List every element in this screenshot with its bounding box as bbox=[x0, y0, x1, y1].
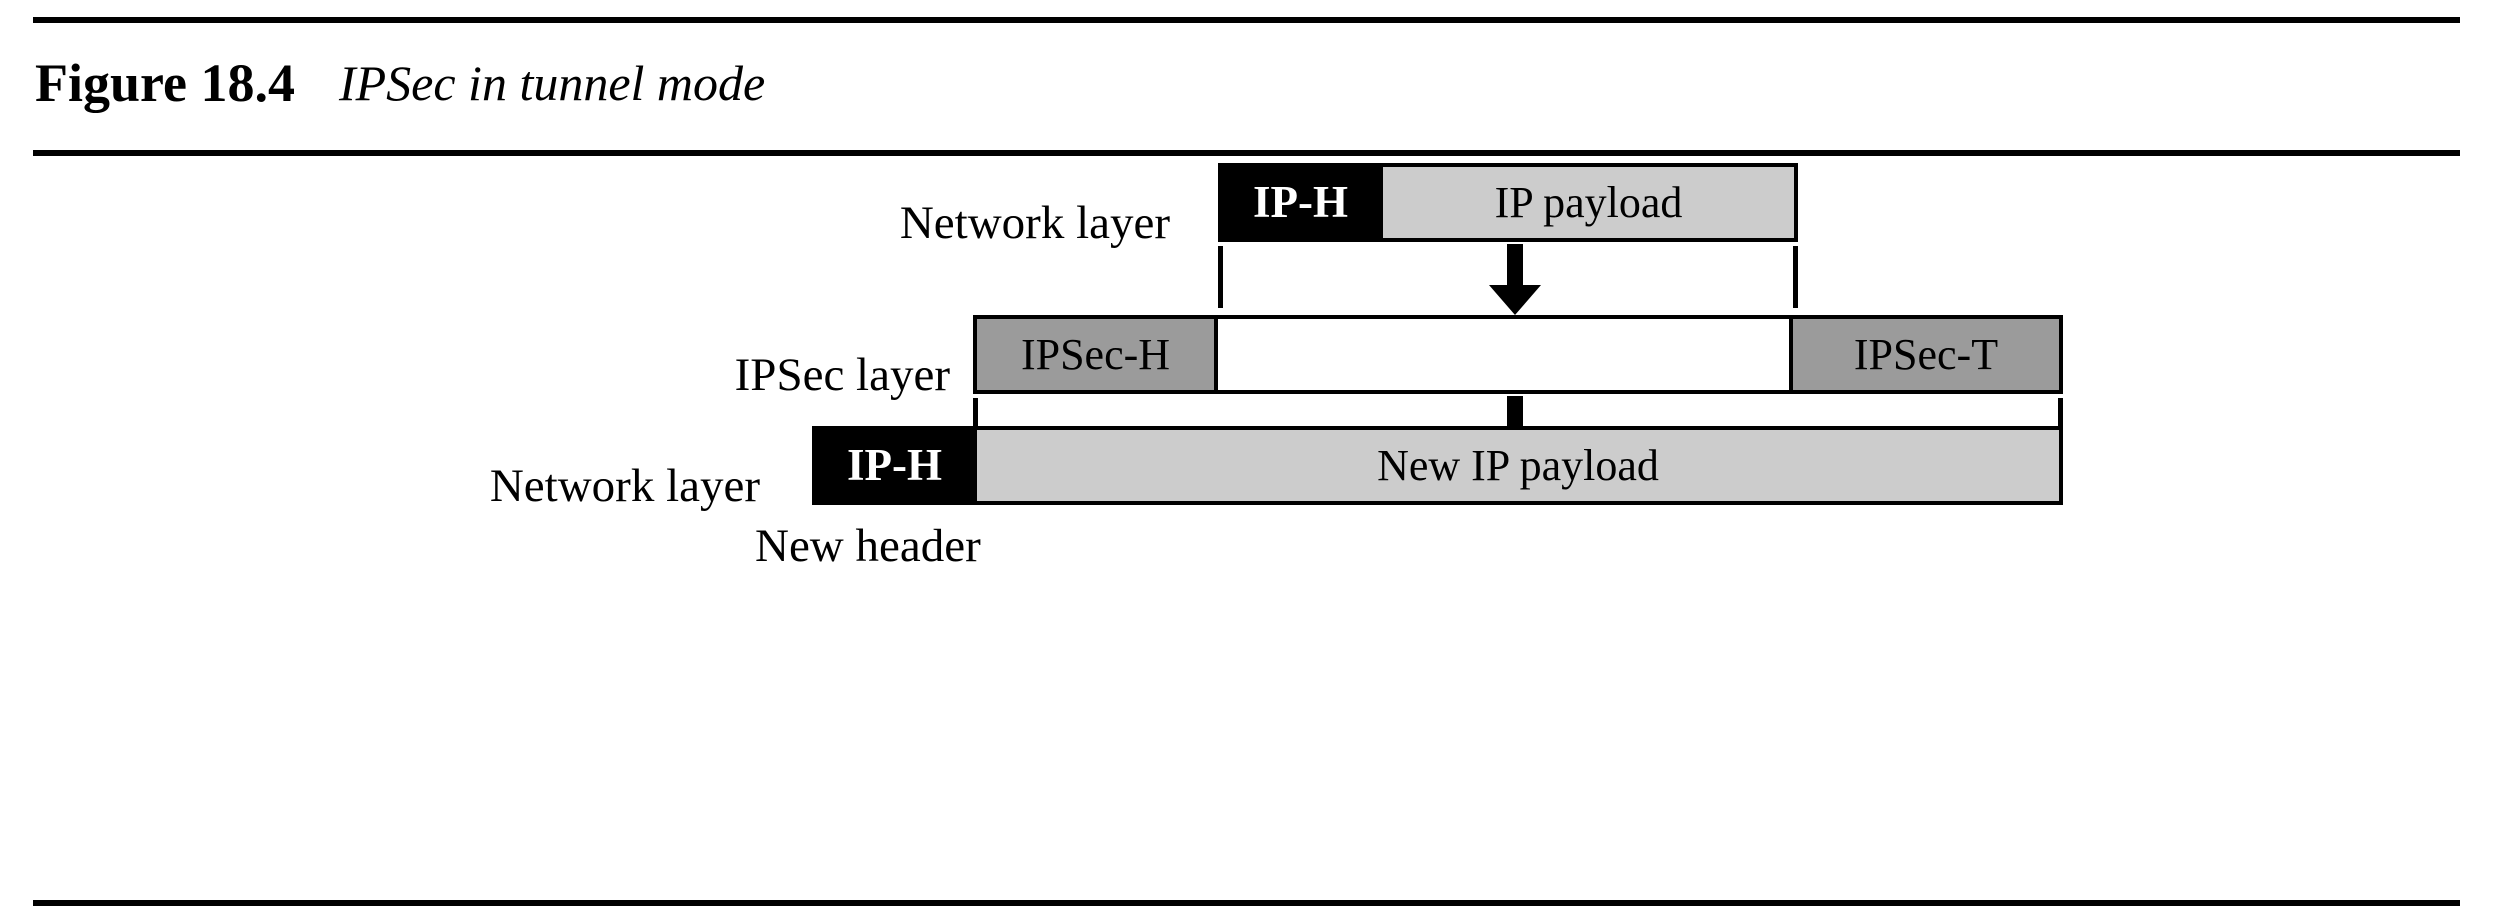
row-label-network-layer-original: Network layer bbox=[899, 197, 1170, 249]
row-label-network-layer-new: Network layer bbox=[489, 460, 760, 512]
rule-top bbox=[33, 17, 2460, 23]
field-ip-payload: IP payload bbox=[1383, 163, 1798, 242]
row-label-ipsec-layer: IPSec layer bbox=[734, 349, 950, 401]
field-ipsec-t: IPSec-T bbox=[1793, 315, 2063, 394]
field-new-ip-payload: New IP payload bbox=[977, 426, 2063, 505]
rule-bottom bbox=[33, 900, 2460, 906]
packet-ipsec-layer: IPSec-H IPSec-T bbox=[973, 315, 2063, 394]
field-ipsec-h: IPSec-H bbox=[973, 315, 1218, 394]
packet-network-layer-new: IP-H New IP payload bbox=[812, 426, 2063, 505]
field-ip-h-new: IP-H bbox=[812, 426, 977, 505]
field-ip-h-original: IP-H bbox=[1218, 163, 1383, 242]
annotation-new-header: New header bbox=[755, 520, 981, 572]
figure-title: IPSec in tunnel mode bbox=[338, 55, 766, 111]
packet-network-layer-original: IP-H IP payload bbox=[1218, 163, 1798, 242]
rule-under-caption bbox=[33, 150, 2460, 156]
figure-caption: Figure 18.4 IPSec in tunnel mode bbox=[35, 48, 765, 118]
tick-right-row1-row2 bbox=[1793, 246, 1798, 308]
tick-left-row1-row2 bbox=[1218, 246, 1223, 308]
arrow-network-to-ipsec bbox=[1486, 244, 1544, 316]
figure-label: Figure 18.4 bbox=[35, 53, 295, 113]
field-ipsec-protected-payload bbox=[1218, 315, 1793, 394]
ipsec-tunnel-mode-diagram: Network layer IP-H IP payload IPSec laye… bbox=[0, 156, 2493, 900]
